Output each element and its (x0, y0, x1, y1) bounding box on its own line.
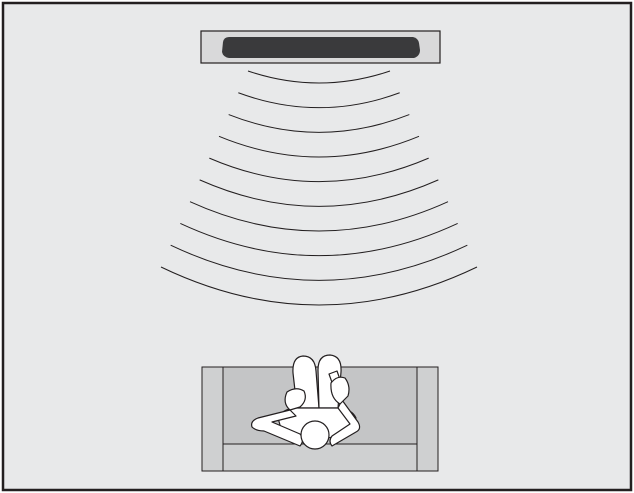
soundbar-icon (201, 31, 440, 63)
soundbar-grille (222, 37, 420, 58)
person-head (301, 421, 329, 449)
sofa-left-arm (202, 367, 223, 471)
sofa-right-arm (417, 367, 438, 471)
